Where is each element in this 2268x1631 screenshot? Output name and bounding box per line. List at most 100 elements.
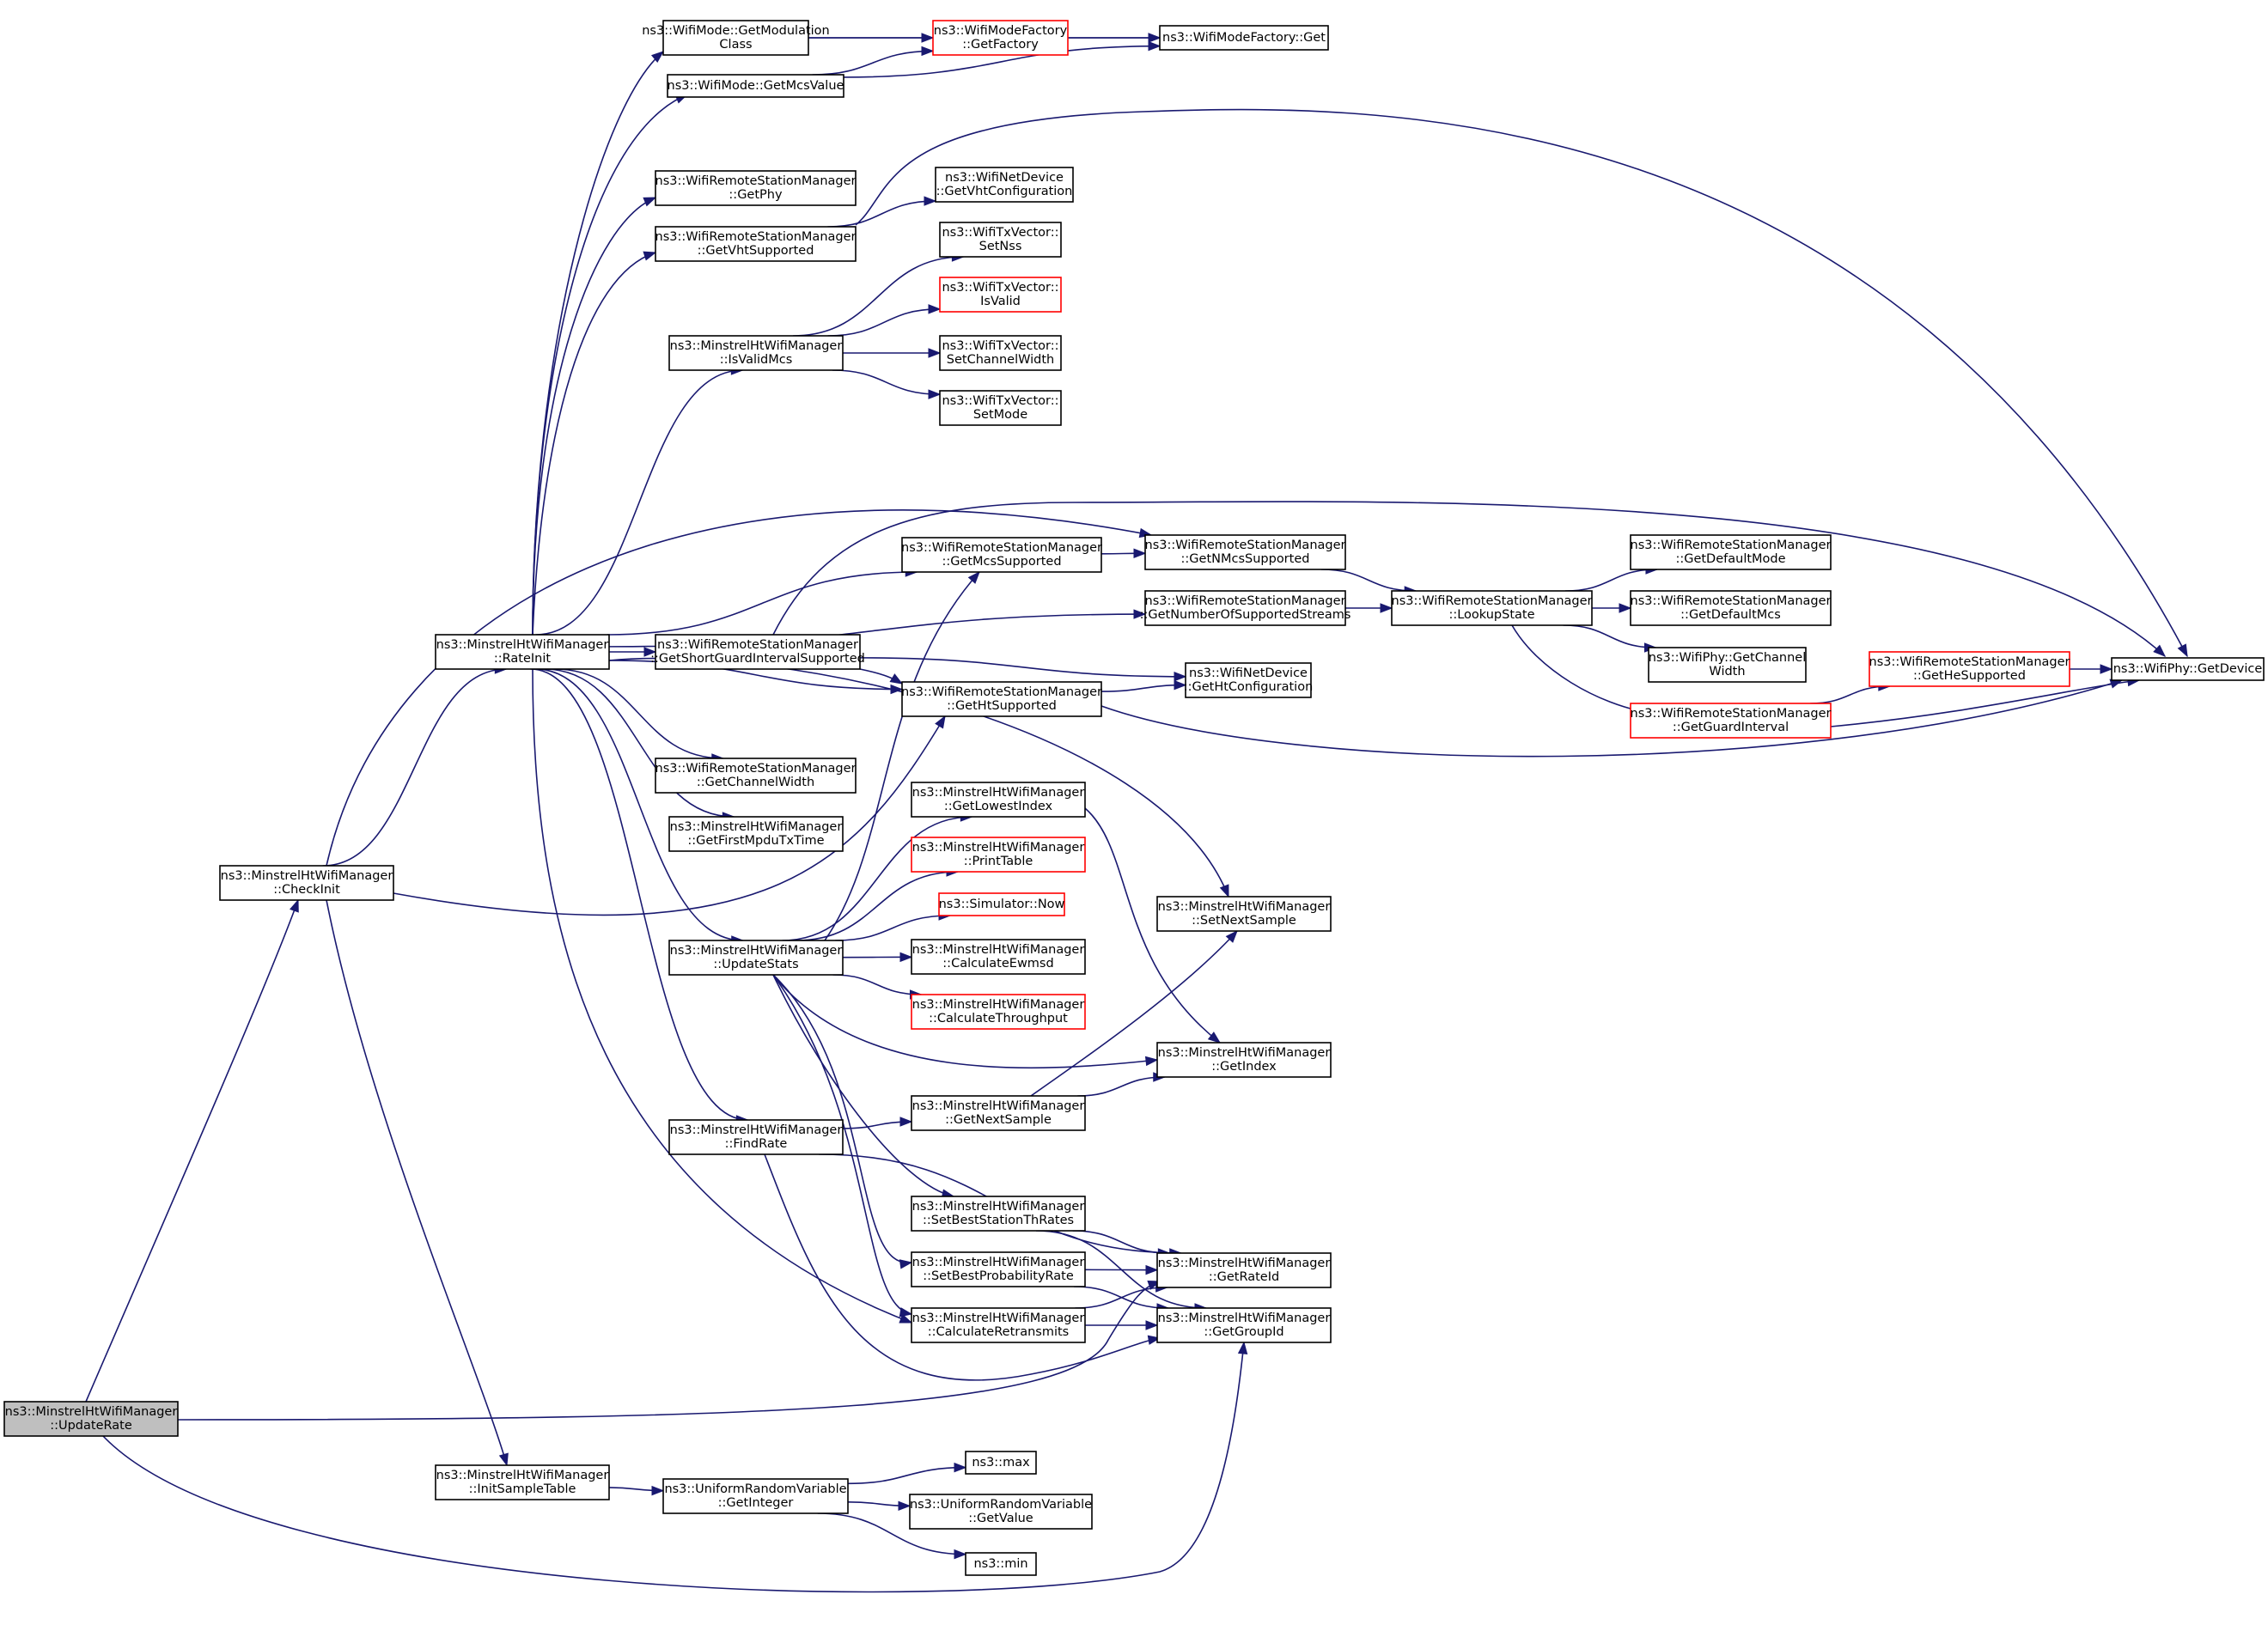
node-box[interactable] xyxy=(1185,662,1312,698)
node-wifiphygetdevice[interactable]: ns3::WifiPhy::GetDevice xyxy=(2111,657,2265,681)
node-box[interactable] xyxy=(662,20,809,56)
node-max[interactable]: ns3::max xyxy=(965,1451,1037,1475)
node-lookupstate[interactable]: ns3::WifiRemoteStationManager::LookupSta… xyxy=(1391,590,1593,626)
node-box[interactable] xyxy=(3,1401,179,1437)
node-wifimodefactoryget[interactable]: ns3::WifiModeFactory::Get xyxy=(1159,25,1329,51)
node-setnextsample[interactable]: ns3::MinstrelHtWifiManager::SetNextSampl… xyxy=(1156,896,1332,932)
node-box[interactable] xyxy=(911,1196,1086,1232)
node-box[interactable] xyxy=(1391,590,1593,626)
node-getvalue[interactable]: ns3::UniformRandomVariable::GetValue xyxy=(909,1494,1093,1530)
node-updatestats[interactable]: ns3::MinstrelHtWifiManager::UpdateStats xyxy=(668,940,844,976)
node-setbestprobabilityrate[interactable]: ns3::MinstrelHtWifiManager::SetBestProba… xyxy=(911,1251,1086,1287)
node-box[interactable] xyxy=(668,335,844,371)
node-box[interactable] xyxy=(1144,534,1346,570)
node-box[interactable] xyxy=(1630,703,1832,739)
node-box[interactable] xyxy=(1156,1307,1332,1343)
node-box[interactable] xyxy=(938,892,1065,916)
node-getmcssupported[interactable]: ns3::WifiRemoteStationManager::GetMcsSup… xyxy=(901,537,1102,573)
node-isvalidmcs[interactable]: ns3::MinstrelHtWifiManager::IsValidMcs xyxy=(668,335,844,371)
node-getindex[interactable]: ns3::MinstrelHtWifiManager::GetIndex xyxy=(1156,1042,1332,1078)
node-box[interactable] xyxy=(655,634,861,670)
node-getvhtsupported[interactable]: ns3::WifiRemoteStationManager::GetVhtSup… xyxy=(655,226,857,262)
node-getrateid[interactable]: ns3::MinstrelHtWifiManager::GetRateId xyxy=(1156,1252,1332,1288)
node-box[interactable] xyxy=(939,222,1062,258)
node-box[interactable] xyxy=(1156,896,1332,932)
node-box[interactable] xyxy=(965,1552,1037,1576)
node-getdefaultmode[interactable]: ns3::WifiRemoteStationManager::GetDefaul… xyxy=(1630,534,1832,570)
node-box[interactable] xyxy=(932,20,1069,56)
node-box[interactable] xyxy=(911,1307,1086,1343)
node-box[interactable] xyxy=(655,758,857,794)
node-box[interactable] xyxy=(435,1464,610,1500)
node-box[interactable] xyxy=(668,816,844,852)
node-getdefaultmcs[interactable]: ns3::WifiRemoteStationManager::GetDefaul… xyxy=(1630,590,1832,626)
node-min[interactable]: ns3::min xyxy=(965,1552,1037,1576)
node-getmcsvalue[interactable]: ns3::WifiMode::GetMcsValue xyxy=(667,74,844,98)
node-setbeststationthrates[interactable]: ns3::MinstrelHtWifiManager::SetBestStati… xyxy=(911,1196,1086,1232)
node-getguardinterval[interactable]: ns3::WifiRemoteStationManager::GetGuardI… xyxy=(1630,703,1832,739)
node-box[interactable] xyxy=(911,939,1086,975)
node-getfirstmpdutxtime[interactable]: ns3::MinstrelHtWifiManager::GetFirstMpdu… xyxy=(668,816,844,852)
node-getnmcssupported[interactable]: ns3::WifiRemoteStationManager::GetNMcsSu… xyxy=(1144,534,1346,570)
node-box[interactable] xyxy=(1156,1042,1332,1078)
node-setmode[interactable]: ns3::WifiTxVector::SetMode xyxy=(939,390,1062,426)
node-calculateretransmits[interactable]: ns3::MinstrelHtWifiManager::CalculateRet… xyxy=(911,1307,1086,1343)
node-box[interactable] xyxy=(911,1095,1086,1131)
node-box[interactable] xyxy=(911,994,1086,1030)
node-getphy[interactable]: ns3::WifiRemoteStationManager::GetPhy xyxy=(655,170,857,206)
node-rateinit[interactable]: ns3::MinstrelHtWifiManager::RateInit xyxy=(435,634,610,670)
node-box[interactable] xyxy=(911,837,1086,873)
node-box[interactable] xyxy=(935,167,1074,203)
node-getchannelwidthrsm[interactable]: ns3::WifiRemoteStationManager::GetChanne… xyxy=(655,758,857,794)
node-box[interactable] xyxy=(911,782,1086,818)
node-box[interactable] xyxy=(1159,25,1329,51)
node-box[interactable] xyxy=(901,537,1102,573)
node-setchannelwidth[interactable]: ns3::WifiTxVector::SetChannelWidth xyxy=(939,335,1062,371)
node-getnextsample[interactable]: ns3::MinstrelHtWifiManager::GetNextSampl… xyxy=(911,1095,1086,1131)
node-box[interactable] xyxy=(939,390,1062,426)
node-getgroupid[interactable]: ns3::MinstrelHtWifiManager::GetGroupId xyxy=(1156,1307,1332,1343)
node-findrate[interactable]: ns3::MinstrelHtWifiManager::FindRate xyxy=(668,1119,844,1155)
node-calculatethroughput[interactable]: ns3::MinstrelHtWifiManager::CalculateThr… xyxy=(911,994,1086,1030)
node-box[interactable] xyxy=(668,1119,844,1155)
node-box[interactable] xyxy=(1144,590,1346,626)
node-box[interactable] xyxy=(2111,657,2265,681)
node-wifiphygetchannelwidth[interactable]: ns3::WifiPhy::GetChannelWidth xyxy=(1648,647,1807,683)
node-box[interactable] xyxy=(901,681,1102,717)
node-gethtconfiguration[interactable]: ns3::WifiNetDevice::GetHtConfiguration xyxy=(1184,662,1314,698)
node-isvalid[interactable]: ns3::WifiTxVector::IsValid xyxy=(939,277,1062,313)
node-box[interactable] xyxy=(667,74,844,98)
node-box[interactable] xyxy=(965,1451,1037,1475)
node-box[interactable] xyxy=(1630,590,1832,626)
node-box[interactable] xyxy=(219,865,394,901)
node-box[interactable] xyxy=(662,1478,849,1514)
node-getfactory[interactable]: ns3::WifiModeFactory::GetFactory xyxy=(932,20,1069,56)
node-box[interactable] xyxy=(1869,651,2070,687)
node-box[interactable] xyxy=(1156,1252,1332,1288)
node-checkinit[interactable]: ns3::MinstrelHtWifiManager::CheckInit xyxy=(219,865,394,901)
node-printtable[interactable]: ns3::MinstrelHtWifiManager::PrintTable xyxy=(911,837,1086,873)
node-box[interactable] xyxy=(939,335,1062,371)
node-gethesupported[interactable]: ns3::WifiRemoteStationManager::GetHeSupp… xyxy=(1869,651,2070,687)
node-box[interactable] xyxy=(655,170,857,206)
node-box[interactable] xyxy=(909,1494,1093,1530)
node-getshortgi[interactable]: ns3::WifiRemoteStationManager::GetShortG… xyxy=(650,634,865,670)
node-getvhtconfiguration[interactable]: ns3::WifiNetDevice::GetVhtConfiguration xyxy=(935,167,1074,203)
node-updaterate[interactable]: ns3::MinstrelHtWifiManager::UpdateRate xyxy=(3,1401,179,1437)
node-initsampletable[interactable]: ns3::MinstrelHtWifiManager::InitSampleTa… xyxy=(435,1464,610,1500)
node-box[interactable] xyxy=(911,1251,1086,1287)
node-getinteger[interactable]: ns3::UniformRandomVariable::GetInteger xyxy=(662,1478,849,1514)
node-getlowestindex[interactable]: ns3::MinstrelHtWifiManager::GetLowestInd… xyxy=(911,782,1086,818)
node-calculateewmsd[interactable]: ns3::MinstrelHtWifiManager::CalculateEwm… xyxy=(911,939,1086,975)
node-box[interactable] xyxy=(435,634,610,670)
node-getnumberofsupportedstreams[interactable]: ns3::WifiRemoteStationManager::GetNumber… xyxy=(1140,590,1351,626)
node-box[interactable] xyxy=(668,940,844,976)
node-box[interactable] xyxy=(939,277,1062,313)
node-gethtsupported[interactable]: ns3::WifiRemoteStationManager::GetHtSupp… xyxy=(901,681,1102,717)
node-simulatornow[interactable]: ns3::Simulator::Now xyxy=(938,892,1065,916)
node-setnss[interactable]: ns3::WifiTxVector::SetNss xyxy=(939,222,1062,258)
node-box[interactable] xyxy=(1648,647,1807,683)
node-box[interactable] xyxy=(655,226,857,262)
node-box[interactable] xyxy=(1630,534,1832,570)
